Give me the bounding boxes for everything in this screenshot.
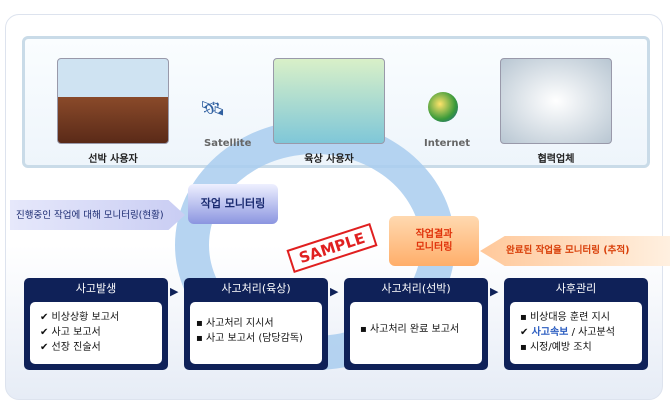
list-item: ▪ 사고 보고서 (담당감독) [196, 333, 303, 344]
step-title: 사후관리 [555, 282, 597, 295]
arrow-right-icon: ▶ [170, 285, 179, 298]
step-incident: 사고발생 ✔ 비상상황 보고서 ✔ 사고 보고서 ✔ 선장 진술서 [24, 278, 168, 370]
work-monitoring-badge: 작업 모니터링 [188, 184, 278, 224]
arrow-right-icon: ▶ [490, 285, 499, 298]
step-title: 사고처리(육상) [221, 282, 291, 295]
list-item: ▪ 시정/예방 조치 [520, 342, 592, 353]
result-line1: 작업결과 [415, 229, 453, 240]
partner-label: 협력업체 [537, 154, 575, 165]
list-item: ▪ 비상대응 훈련 지시 [520, 312, 610, 323]
step-ship-handling: 사고처리(선박) ▪ 사고처리 완료 보고서 [344, 278, 488, 370]
list-item: ✔ 사고 보고서 [40, 327, 101, 338]
result-line2: 모니터링 [415, 242, 453, 253]
satellite-icon: 🛰 [200, 96, 226, 120]
land-user-label: 육상 사용자 [304, 154, 354, 165]
ship-image [57, 58, 169, 144]
list-item: ✔ 사고속보 / 사고분석 [520, 327, 615, 338]
step-title: 사고발생 [75, 282, 117, 295]
progress-note: 진행중인 작업에 대해 모니터링(현황) [10, 200, 185, 230]
list-item: ▪ 사고처리 지시서 [196, 318, 274, 329]
list-item: ✔ 선장 진술서 [40, 342, 101, 353]
partner-image [500, 58, 612, 144]
arrow-right-icon: ▶ [330, 285, 339, 298]
globe-icon [428, 92, 458, 122]
land-user-image [273, 58, 385, 144]
incident-analysis: / 사고분석 [571, 327, 615, 338]
internet-label: Internet [424, 138, 471, 149]
satellite-label: Satellite [204, 138, 252, 149]
ship-user-label: 선박 사용자 [88, 154, 138, 165]
step-land-handling: 사고처리(육상) ▪ 사고처리 지시서 ▪ 사고 보고서 (담당감독) [184, 278, 328, 370]
step-follow-up: 사후관리 ▪ 비상대응 훈련 지시 ✔ 사고속보 / 사고분석 ▪ 시정/예방 조치 [504, 278, 648, 370]
step-title: 사고처리(선박) [381, 282, 451, 295]
list-item: ▪ 사고처리 완료 보고서 [360, 324, 460, 335]
incident-flash-link: 사고속보 [531, 327, 569, 338]
list-item: ✔ 비상상황 보고서 [40, 312, 120, 323]
completed-note: 완료된 작업을 모니터링 (추적) [480, 236, 670, 266]
